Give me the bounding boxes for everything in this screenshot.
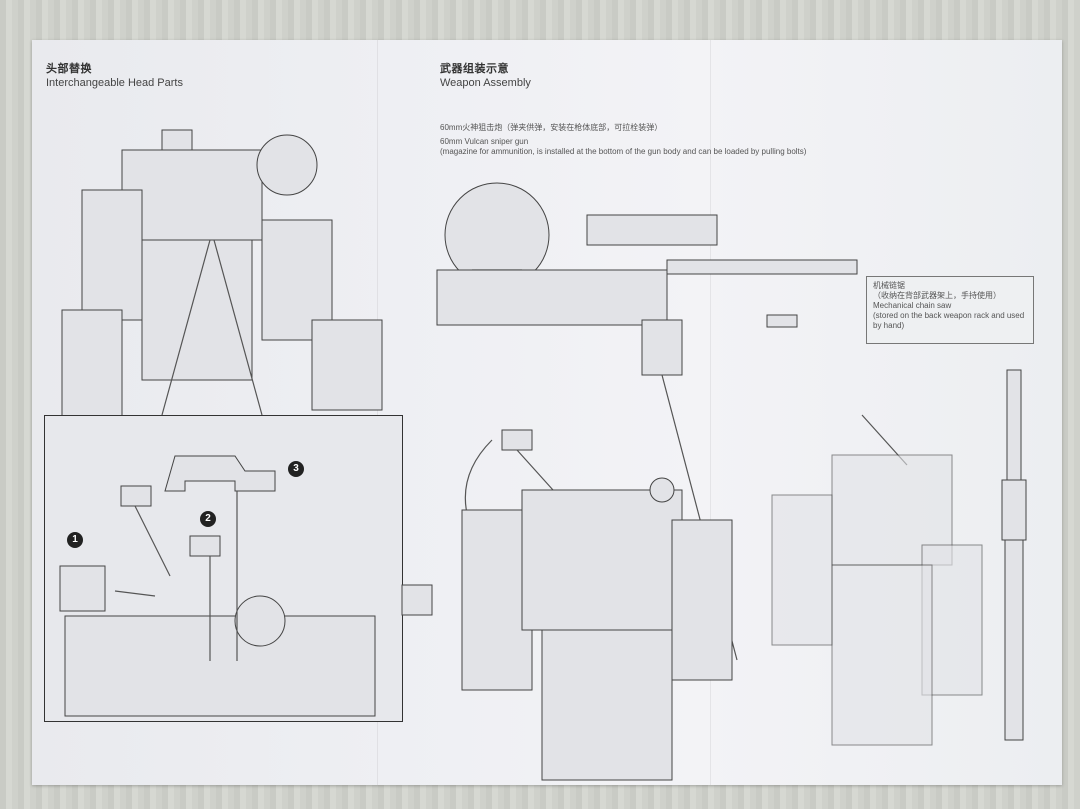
- fold-line: [710, 40, 711, 785]
- chain-saw-illustration: [1001, 369, 1027, 741]
- head-parts-diagram: [59, 455, 376, 717]
- robot-illustration: [61, 129, 383, 421]
- sniper-gun-desc-en: (magazine for ammunition, is installed a…: [440, 147, 807, 156]
- robot-weapon-illustration: [401, 429, 733, 781]
- fold-line: [377, 40, 378, 785]
- head-parts-title-en: Interchangeable Head Parts: [46, 77, 183, 89]
- chain-saw-desc-cn: （收纳在背部武器架上，手持使用）: [873, 291, 1001, 300]
- instruction-sheet: 头部替换 Interchangeable Head Parts 1 2 3: [32, 40, 1062, 785]
- head-parts-inset: 1 2 3: [44, 415, 403, 722]
- robot-back-view-illustration: [771, 414, 983, 746]
- sniper-gun-desc-cn: 60mm火神狙击炮（弹夹供弹，安装在枪体底部，可拉栓装弹）: [440, 123, 663, 132]
- chain-saw-name-cn: 机械链锯: [873, 281, 905, 290]
- chain-saw-callout: 机械链锯 （收纳在背部武器架上，手持使用） Mechanical chain s…: [866, 276, 1034, 344]
- marker-2: 2: [200, 511, 216, 527]
- marker-1: 1: [67, 532, 83, 548]
- marker-3: 3: [288, 461, 304, 477]
- chain-saw-desc-en: (stored on the back weapon rack and used…: [873, 311, 1025, 330]
- head-parts-title-cn: 头部替换: [46, 63, 92, 75]
- chain-saw-name-en: Mechanical chain saw: [873, 301, 952, 310]
- sniper-gun-name-en: 60mm Vulcan sniper gun: [440, 137, 529, 146]
- sniper-gun-illustration: [436, 182, 858, 661]
- weapon-assembly-title-cn: 武器组装示意: [440, 63, 509, 75]
- weapon-assembly-title-en: Weapon Assembly: [440, 77, 531, 89]
